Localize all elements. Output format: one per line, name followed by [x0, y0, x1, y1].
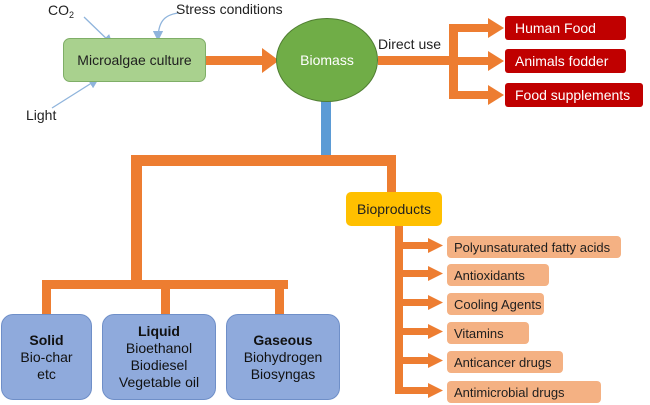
fuel-box-liquid: Liquid Bioethanol Biodiesel Vegetable oi…	[102, 314, 216, 400]
co2-subscript: 2	[69, 10, 75, 20]
direct-use-item-food-supplements: Food supplements	[505, 83, 643, 107]
fuel-line: Biosyngas	[250, 365, 316, 382]
direct-use-item-animals-fodder: Animals fodder	[505, 49, 626, 73]
direct-use-label: Direct use	[378, 36, 442, 52]
fuel-line: Biohydrogen	[243, 348, 323, 365]
fuel-line: Biodiesel	[130, 357, 188, 373]
fuel-title-solid: Solid	[29, 331, 64, 348]
light-label: Light	[26, 107, 57, 123]
microalgae-culture-box: Microalgae culture	[63, 38, 206, 82]
fuel-line: Bioethanol	[125, 340, 193, 356]
bioproduct-item-pufa: Polyunsaturated fatty acids	[447, 236, 621, 258]
fuel-box-gaseous: Gaseous Biohydrogen Biosyngas	[226, 314, 340, 400]
direct-use-connector	[378, 18, 504, 105]
bioproducts-connector	[395, 225, 443, 398]
culture-to-biomass-arrow	[206, 48, 279, 73]
main-distributor	[131, 155, 395, 166]
co2-label: CO2	[48, 2, 75, 20]
bioproduct-item-anticancer-drugs: Anticancer drugs	[447, 351, 563, 373]
fuel-line: Vegetable oil	[118, 374, 200, 390]
fuel-line: etc	[37, 365, 56, 382]
fuels-connector	[42, 155, 288, 314]
bioproduct-item-vitamins: Vitamins	[447, 322, 529, 344]
light-arrow	[51, 78, 100, 109]
bioproducts-box: Bioproducts	[346, 192, 442, 226]
fuel-title-liquid: Liquid	[138, 323, 180, 339]
biomass-node: Biomass	[276, 18, 378, 102]
stress-conditions-label: Stress conditions	[176, 1, 283, 17]
fuel-box-solid: Solid Bio-char etc	[1, 314, 92, 400]
fuel-line: Bio-char	[20, 348, 73, 365]
bioproduct-item-antioxidants: Antioxidants	[447, 264, 549, 286]
biomass-stem	[321, 99, 331, 155]
bioproducts-stem	[387, 155, 396, 192]
bioproduct-item-cooling-agents: Cooling Agents	[447, 293, 544, 315]
direct-use-item-human-food: Human Food	[505, 16, 626, 40]
fuel-title-gaseous: Gaseous	[253, 331, 313, 348]
bioproduct-item-antimicrobial-drugs: Antimicrobial drugs	[447, 381, 601, 403]
stress-arrow	[152, 12, 179, 42]
